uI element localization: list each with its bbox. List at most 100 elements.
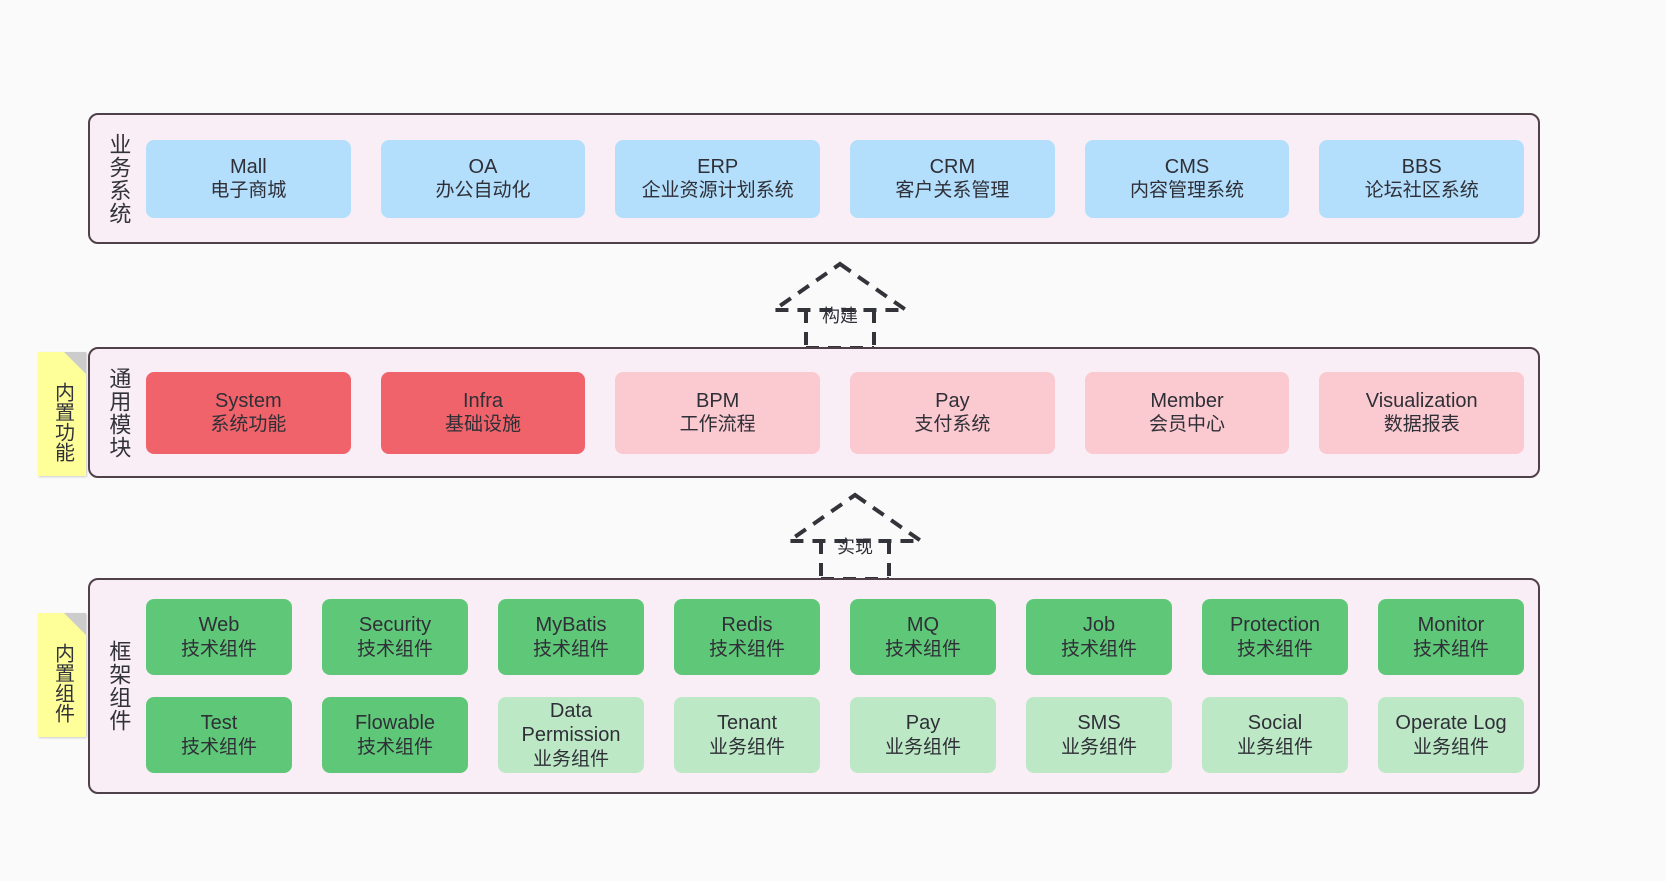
card-title: Operate Log — [1395, 712, 1507, 735]
layer-title-business-systems: 业务系统 — [106, 132, 132, 225]
card-title: BBS — [1401, 155, 1442, 178]
card-title: Job — [1082, 614, 1116, 637]
note-label: 内置组件 — [51, 643, 74, 723]
card-social[interactable]: Social 业务组件 — [1202, 697, 1348, 773]
card-subtitle: 技术组件 — [1412, 638, 1489, 660]
card-subtitle: 业务组件 — [1412, 736, 1489, 758]
card-system[interactable]: System 系统功能 — [146, 371, 351, 454]
note-fold-corner — [64, 352, 86, 374]
card-title: Tenant — [716, 712, 778, 735]
layer-body-common-modules: System 系统功能 Infra 基础设施 BPM 工作流程 Pay 支付系统… — [146, 349, 1538, 476]
card-infra[interactable]: Infra 基础设施 — [380, 371, 586, 454]
card-subtitle: 业务组件 — [884, 736, 961, 758]
card-title: Web — [198, 614, 240, 637]
card-subtitle: 技术组件 — [180, 638, 257, 660]
card-title: MQ — [906, 614, 940, 637]
layer-body-business-systems: Mall 电子商城 OA 办公自动化 ERP 企业资源计划系统 CRM 客户关系… — [146, 115, 1538, 242]
card-member[interactable]: Member 会员中心 — [1084, 371, 1290, 454]
card-subtitle: 业务组件 — [1060, 736, 1137, 758]
sticky-note-builtin-features: 内置功能 — [38, 352, 86, 476]
layer-title-common-modules: 通用模块 — [106, 366, 132, 459]
card-operate-log[interactable]: Operate Log 业务组件 — [1378, 697, 1524, 773]
card-title: Social — [1247, 712, 1303, 735]
card-monitor[interactable]: Monitor 技术组件 — [1378, 599, 1524, 675]
card-title: Member — [1150, 389, 1224, 412]
card-title: CRM — [929, 155, 976, 178]
card-subtitle: 电子商城 — [210, 180, 287, 202]
card-protection[interactable]: Protection 技术组件 — [1202, 599, 1348, 675]
layer-framework-components: 框架组件 Web 技术组件 Security 技术组件 MyBatis 技术组件… — [88, 578, 1540, 794]
card-test[interactable]: Test 技术组件 — [146, 697, 292, 773]
card-pay[interactable]: Pay 支付系统 — [850, 371, 1055, 454]
card-title: Infra — [462, 389, 504, 412]
card-title: Test — [200, 712, 238, 735]
card-mq[interactable]: MQ 技术组件 — [850, 599, 996, 675]
card-subtitle: 技术组件 — [1236, 638, 1313, 660]
card-visualization[interactable]: Visualization 数据报表 — [1319, 371, 1525, 454]
card-cms[interactable]: CMS 内容管理系统 — [1084, 139, 1290, 218]
card-crm[interactable]: CRM 客户关系管理 — [850, 139, 1055, 218]
card-subtitle: 数据报表 — [1383, 414, 1460, 436]
card-title: System — [214, 389, 282, 412]
card-subtitle: 技术组件 — [884, 638, 961, 660]
card-row: Web 技术组件 Security 技术组件 MyBatis 技术组件 Redi… — [146, 599, 1524, 675]
card-row: Test 技术组件 Flowable 技术组件 Data Permission … — [146, 697, 1524, 773]
card-data-permission[interactable]: Data Permission 业务组件 — [498, 697, 644, 773]
card-row: Mall 电子商城 OA 办公自动化 ERP 企业资源计划系统 CRM 客户关系… — [146, 139, 1525, 218]
card-subtitle: 技术组件 — [708, 638, 785, 660]
card-subtitle: 基础设施 — [445, 414, 522, 436]
card-title: Monitor — [1417, 614, 1485, 637]
card-security[interactable]: Security 技术组件 — [322, 599, 468, 675]
card-mall[interactable]: Mall 电子商城 — [146, 139, 351, 218]
card-mybatis[interactable]: MyBatis 技术组件 — [498, 599, 644, 675]
card-title: Security — [358, 614, 432, 637]
card-title: SMS — [1077, 712, 1121, 735]
card-title: Pay — [935, 389, 970, 412]
layer-body-framework-components: Web 技术组件 Security 技术组件 MyBatis 技术组件 Redi… — [146, 580, 1538, 792]
layer-common-modules: 通用模块 System 系统功能 Infra 基础设施 BPM 工作流程 Pay… — [88, 347, 1540, 478]
card-oa[interactable]: OA 办公自动化 — [380, 139, 586, 218]
card-subtitle: 内容管理系统 — [1130, 180, 1245, 202]
card-title: Mall — [230, 155, 267, 178]
card-subtitle: 业务组件 — [708, 736, 785, 758]
card-title: Protection — [1229, 614, 1321, 637]
card-job[interactable]: Job 技术组件 — [1026, 599, 1172, 675]
card-subtitle: 支付系统 — [914, 414, 991, 436]
card-subtitle: 办公自动化 — [435, 180, 531, 202]
card-row: System 系统功能 Infra 基础设施 BPM 工作流程 Pay 支付系统… — [146, 371, 1525, 454]
card-subtitle: 工作流程 — [679, 414, 756, 436]
note-fold-corner — [64, 613, 86, 635]
card-subtitle: 业务组件 — [1236, 736, 1313, 758]
card-sms[interactable]: SMS 业务组件 — [1026, 697, 1172, 773]
card-subtitle: 技术组件 — [532, 638, 609, 660]
card-title: CMS — [1164, 155, 1210, 178]
card-title: BPM — [696, 389, 740, 412]
card-title: Data Permission — [521, 700, 621, 747]
arrow-implement: 实现 — [775, 489, 935, 589]
card-title: Visualization — [1365, 389, 1478, 412]
card-title: Redis — [721, 614, 773, 637]
card-bbs[interactable]: BBS 论坛社区系统 — [1319, 139, 1525, 218]
card-subtitle: 技术组件 — [1060, 638, 1137, 660]
card-subtitle: 论坛社区系统 — [1364, 180, 1479, 202]
card-flowable[interactable]: Flowable 技术组件 — [322, 697, 468, 773]
card-subtitle: 会员中心 — [1149, 414, 1226, 436]
arrow-build-label: 构建 — [822, 306, 858, 326]
card-bpm[interactable]: BPM 工作流程 — [615, 371, 821, 454]
card-redis[interactable]: Redis 技术组件 — [674, 599, 820, 675]
card-subtitle: 客户关系管理 — [895, 180, 1010, 202]
card-title: ERP — [697, 155, 739, 178]
arrow-implement-label: 实现 — [837, 537, 873, 557]
note-label: 内置功能 — [51, 382, 74, 462]
card-title: OA — [468, 155, 498, 178]
card-erp[interactable]: ERP 企业资源计划系统 — [615, 139, 821, 218]
card-subtitle: 技术组件 — [356, 638, 433, 660]
card-pay-business[interactable]: Pay 业务组件 — [850, 697, 996, 773]
card-subtitle: 技术组件 — [180, 736, 257, 758]
arrow-build: 构建 — [760, 258, 920, 358]
card-tenant[interactable]: Tenant 业务组件 — [674, 697, 820, 773]
card-subtitle: 业务组件 — [532, 748, 609, 770]
card-web[interactable]: Web 技术组件 — [146, 599, 292, 675]
card-subtitle: 企业资源计划系统 — [641, 180, 794, 202]
